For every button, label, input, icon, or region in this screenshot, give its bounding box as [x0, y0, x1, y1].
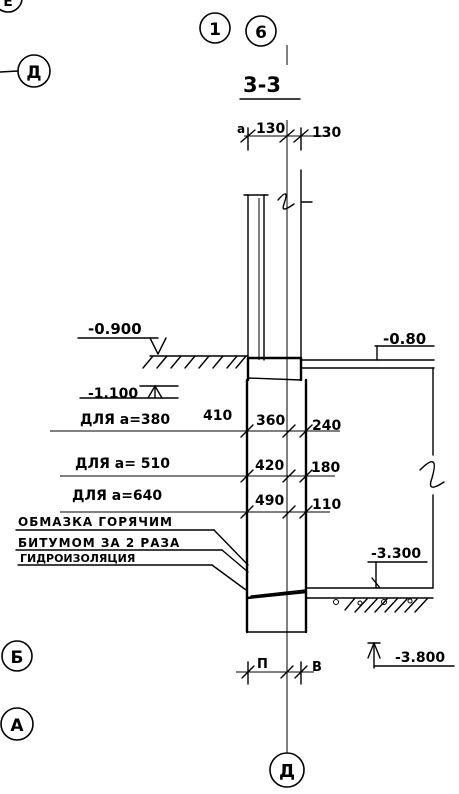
axis-bubble-bottom-label: Д [279, 761, 295, 782]
row1-left: 410 [203, 408, 232, 424]
dim-bottom-right: В [312, 660, 322, 675]
elev-base: -3.800 [367, 642, 455, 669]
elev-inside-label: -0.80 [383, 330, 426, 348]
dim-top-left: 130 [256, 121, 285, 137]
axis-bubble-bottom: Д [269, 752, 305, 788]
row1-label: ДЛЯ a=380 [80, 412, 170, 428]
upper-wall [243, 169, 313, 361]
note-line-2: БИТУМОМ ЗА 2 РАЗА [18, 536, 180, 550]
axis-bubble-d-left: Д [0, 54, 51, 88]
dim-a-label: a [237, 122, 245, 136]
dim-bottom-left: П [257, 657, 268, 672]
wall-row-2: ДЛЯ a= 510 420 180 [60, 456, 340, 483]
wall-row-1: ДЛЯ a=380 410 360 240 [50, 408, 341, 438]
note-line-1: ОБМАЗКА ГОРЯЧИМ [18, 515, 173, 529]
elev-footing-label: -1.100 [88, 386, 138, 402]
waterproofing-note: ОБМАЗКА ГОРЯЧИМ БИТУМОМ ЗА 2 РАЗА ГИДРОИ… [15, 515, 249, 591]
foundation-block [245, 356, 308, 634]
bottom-dimensions: П В [236, 657, 322, 685]
floor-slab: -3.300 [305, 546, 434, 613]
section-title: 3-3 [243, 73, 281, 97]
interior-right [419, 367, 445, 589]
axis-bubble-a-label: А [10, 716, 24, 736]
note-line-3: ГИДРОИЗОЛЯЦИЯ [20, 552, 135, 565]
row3-right: 110 [312, 497, 341, 513]
inside-floor: -0.80 [300, 330, 435, 369]
axis-bubble-top-left-label: Е [3, 0, 13, 10]
axis-bubble-top-left: Е [0, 0, 23, 13]
axis-bubble-b-left: Б [1, 640, 33, 672]
dim-top-right: 130 [312, 125, 341, 141]
row3-label: ДЛЯ a=640 [72, 488, 162, 504]
row1-right: 240 [312, 418, 341, 434]
row2-right: 180 [311, 460, 340, 476]
ground-left: -0.900 [77, 320, 249, 369]
wall-row-3: ДЛЯ a=640 490 110 [60, 488, 341, 519]
row2-center: 420 [255, 458, 284, 474]
axis-bubble-b-label: Б [11, 648, 24, 668]
axis-bubble-6-label: 6 [255, 23, 267, 43]
row2-label: ДЛЯ a= 510 [75, 456, 170, 472]
elev-slab-label: -3.300 [371, 546, 421, 562]
axis-bubble-a-left: А [0, 707, 34, 741]
elev-footing: -1.100 [79, 385, 179, 402]
top-dimensions: a 130 130 [237, 121, 341, 151]
axis-bubble-d-left-label: Д [26, 63, 41, 83]
elev-base-label: -3.800 [395, 650, 445, 666]
axis-bubble-pair-top: 1 6 [199, 12, 277, 47]
axis-bubble-1-label: 1 [209, 20, 221, 40]
row3-center: 490 [255, 493, 284, 509]
elev-ground-label: -0.900 [88, 320, 142, 338]
row1-center: 360 [256, 413, 285, 429]
